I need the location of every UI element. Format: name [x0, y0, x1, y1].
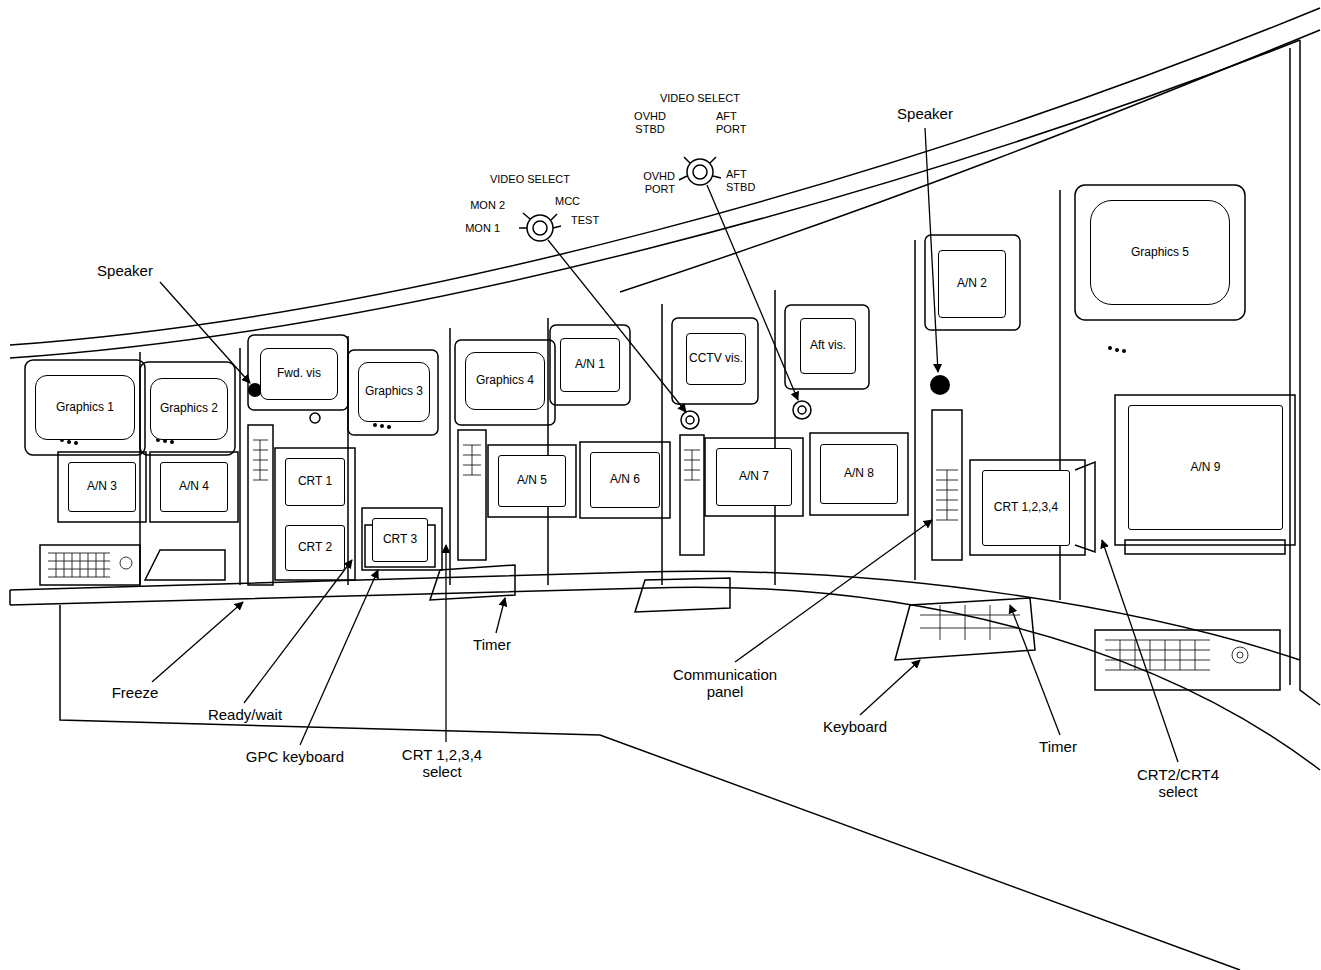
label-text: Ready/wait [208, 706, 282, 723]
screen-label: Fwd. vis [277, 367, 321, 381]
display-screen: CRT 3 [372, 518, 428, 562]
display-screen: A/N 4 [160, 462, 228, 512]
screen-label: Graphics 3 [365, 385, 423, 399]
display-screen: A/N 7 [716, 448, 792, 506]
callout-label: Ready/wait [195, 706, 295, 723]
switch-position-label: AFT PORT [716, 110, 758, 135]
display-screen: Graphics 5 [1090, 200, 1230, 305]
label-text: Keyboard [823, 718, 887, 735]
screen-label: Graphics 4 [476, 374, 534, 388]
screen-label: Graphics 2 [160, 402, 218, 416]
screen-label: A/N 4 [179, 480, 209, 494]
label-text: AFT STBD [726, 168, 755, 193]
display-screen: CRT 1,2,3,4 [982, 470, 1070, 546]
label-text: CRT 1,2,3,4 select [402, 746, 482, 780]
label-text: Communication panel [673, 666, 777, 700]
switch-position-label: MON 2 [450, 199, 505, 212]
callout-label: CRT2/CRT4 select [1128, 766, 1228, 801]
label-text: MON 2 [470, 199, 505, 211]
callout-label: GPC keyboard [235, 748, 355, 765]
display-screen: Aft vis. [800, 318, 856, 374]
display-screen: Fwd. vis [260, 348, 338, 400]
screen-label: CRT 3 [383, 533, 417, 547]
label-text: OVHD STBD [634, 110, 666, 135]
switch-position-label: VIDEO SELECT [470, 173, 590, 186]
screen-label: CCTV vis. [689, 352, 743, 366]
screen-label: A/N 3 [87, 480, 117, 494]
callout-label: Freeze [100, 684, 170, 701]
display-screen: A/N 6 [590, 452, 660, 508]
display-screen: A/N 3 [68, 462, 136, 512]
switch-position-label: TEST [571, 214, 616, 227]
label-text: VIDEO SELECT [490, 173, 570, 185]
display-screen: Graphics 3 [358, 362, 430, 422]
callout-label: Speaker [880, 105, 970, 122]
display-screen: CCTV vis. [686, 333, 746, 385]
screen-label: CRT 1 [298, 475, 332, 489]
screen-label: A/N 2 [957, 277, 987, 291]
callout-label: Speaker [85, 262, 165, 279]
screen-label: A/N 9 [1190, 461, 1220, 475]
label-text: Timer [473, 636, 511, 653]
display-screen: A/N 8 [820, 444, 898, 504]
label-text: GPC keyboard [246, 748, 344, 765]
screen-label: Graphics 1 [56, 401, 114, 415]
display-screen: CRT 1 [285, 458, 345, 506]
screen-label: Graphics 5 [1131, 246, 1189, 260]
label-text: TEST [571, 214, 599, 226]
switch-position-label: MON 1 [440, 222, 500, 235]
label-text: AFT PORT [716, 110, 746, 135]
callout-label: Keyboard [805, 718, 905, 735]
label-text: MCC [555, 195, 580, 207]
screen-label: Aft vis. [810, 339, 846, 353]
switch-position-label: MCC [555, 195, 595, 208]
display-screen: A/N 9 [1128, 405, 1283, 530]
screen-label: CRT 1,2,3,4 [994, 501, 1058, 515]
display-screen: CRT 2 [285, 525, 345, 571]
label-text: Timer [1039, 738, 1077, 755]
screen-label: A/N 7 [739, 470, 769, 484]
callout-label: Communication panel [660, 666, 790, 701]
callout-label: Timer [462, 636, 522, 653]
callout-label: Timer [1028, 738, 1088, 755]
label-text: MON 1 [465, 222, 500, 234]
switch-position-label: VIDEO SELECT [640, 92, 760, 105]
display-screen: Graphics 1 [35, 375, 135, 440]
label-text: CRT2/CRT4 select [1137, 766, 1219, 800]
label-text: Speaker [97, 262, 153, 279]
display-screen: A/N 1 [560, 338, 620, 392]
label-text: OVHD PORT [643, 170, 675, 195]
switch-position-label: OVHD STBD [625, 110, 675, 135]
label-text: Freeze [112, 684, 159, 701]
label-text: Speaker [897, 105, 953, 122]
screen-label: A/N 8 [844, 467, 874, 481]
callout-label: CRT 1,2,3,4 select [392, 746, 492, 781]
screen-label: A/N 6 [610, 473, 640, 487]
screen-label: A/N 5 [517, 474, 547, 488]
display-screen: Graphics 2 [150, 378, 228, 440]
switch-position-label: OVHD PORT [625, 170, 675, 195]
screen-label: CRT 2 [298, 541, 332, 555]
switch-position-label: AFT STBD [726, 168, 768, 193]
display-screen: A/N 5 [498, 455, 566, 507]
label-text: VIDEO SELECT [660, 92, 740, 104]
display-screen: Graphics 4 [465, 352, 545, 410]
screen-label: A/N 1 [575, 358, 605, 372]
display-screen: A/N 2 [938, 250, 1006, 318]
